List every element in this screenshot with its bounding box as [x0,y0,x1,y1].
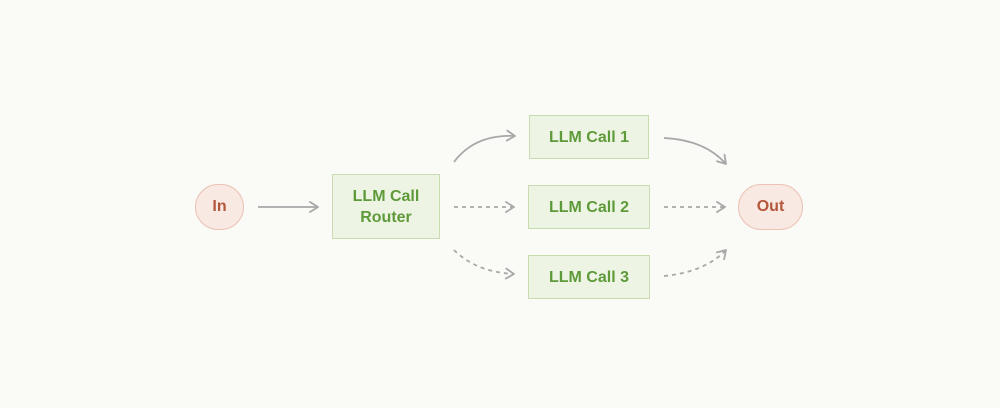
output-node-label: Out [756,198,785,215]
router-label-line-1: LLM Call [352,187,420,205]
llm-call-2-label: LLM Call 2 [548,198,629,216]
input-node-label: In [212,198,227,215]
llm-call-1-node: LLM Call 1 [529,115,649,159]
input-node: In [195,184,244,230]
llm-call-router-node: LLM Call Router [332,174,440,239]
llm-call-3-node: LLM Call 3 [528,255,650,299]
llm-call-3-label: LLM Call 3 [548,268,629,286]
arrow-call-1-to-out [663,137,727,165]
llm-call-1-label: LLM Call 1 [548,128,629,146]
router-label-line-2: Router [360,208,412,226]
llm-call-2-node: LLM Call 2 [528,185,650,229]
arrow-router-to-call-3 [453,249,515,280]
output-node: Out [738,184,803,230]
arrow-call-3-to-out [663,249,727,277]
arrow-router-to-call-1 [453,129,516,163]
